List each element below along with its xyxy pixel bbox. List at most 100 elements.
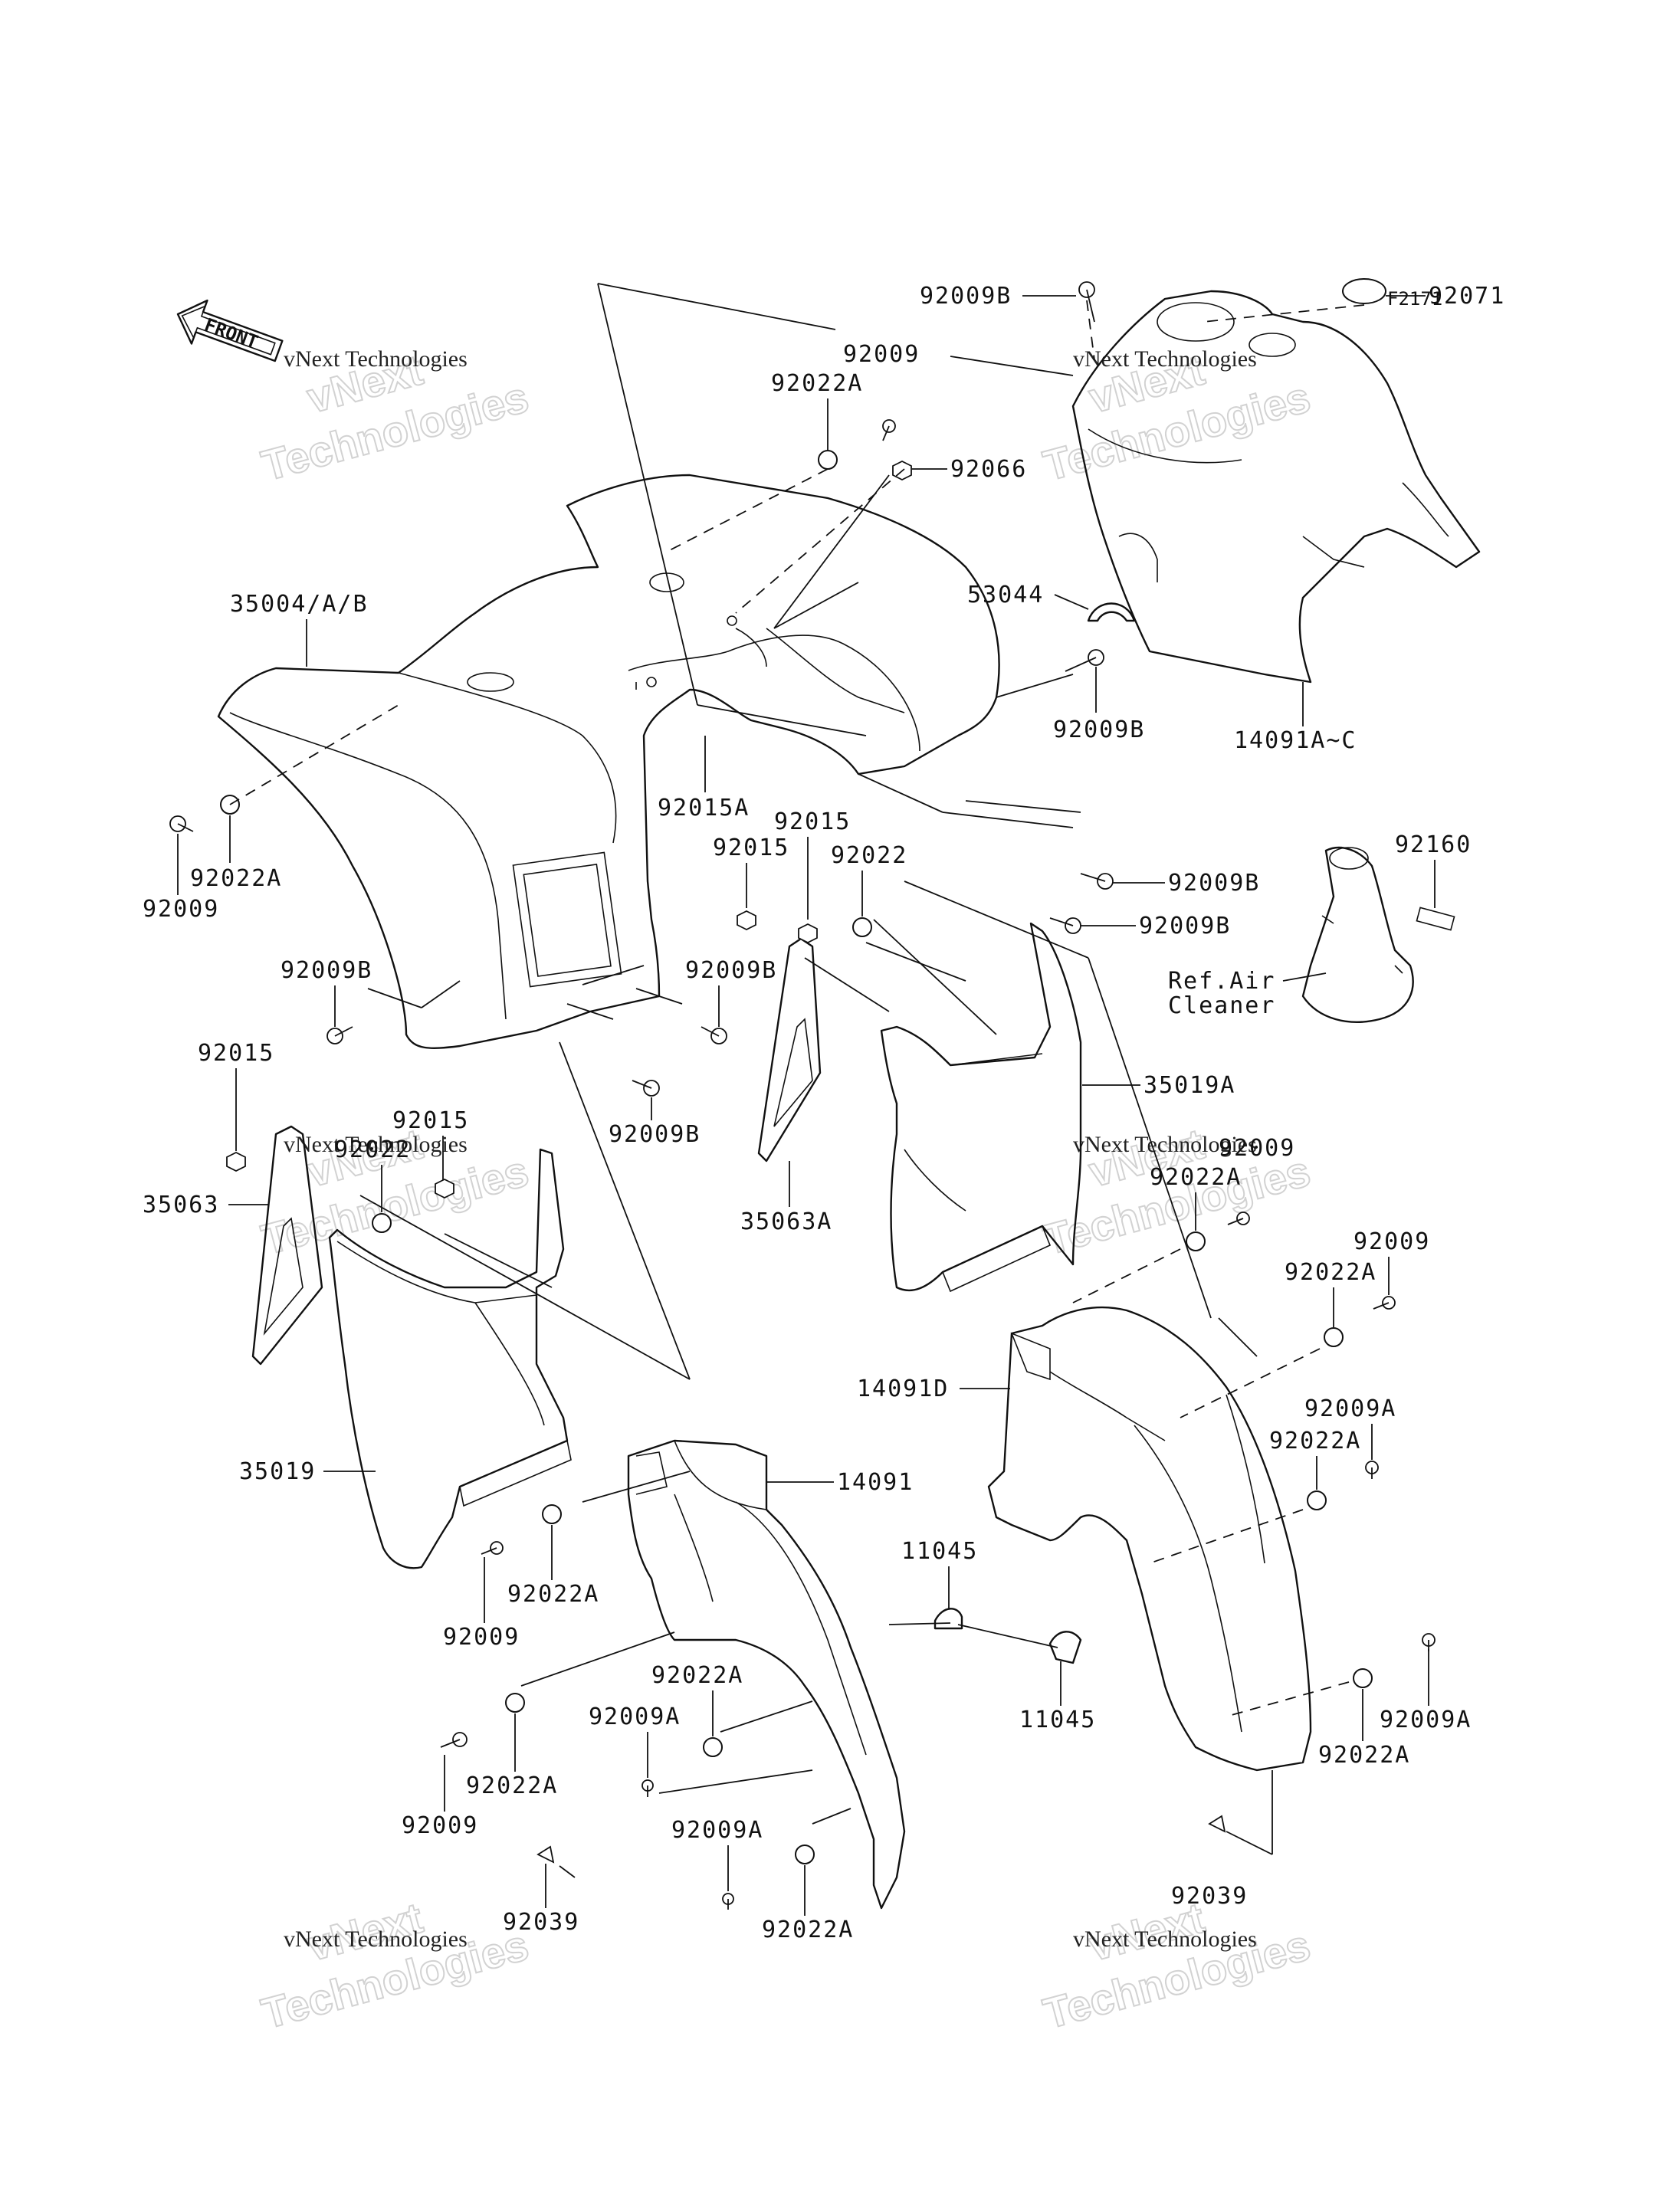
ref-air-cleaner-callout: Ref.Air Cleaner [1168,968,1327,1019]
callout: 35063 [143,1192,268,1218]
rubber-strap [1087,602,1136,622]
clip-icon [1208,1815,1226,1833]
callout: 92022A [1318,1689,1409,1769]
part-label: 92022A [1269,1428,1361,1454]
washer-icon [852,917,872,937]
bolt-icon [1078,281,1095,323]
inner-fender-left [627,1439,906,1910]
callout: 92022A [466,1713,558,1799]
callout: 92066 [912,456,1027,483]
front-arrow-label: FRONT [202,314,261,353]
mud-guard-left [328,1148,572,1569]
part-label: 92022A [507,1581,599,1608]
callout: 11045 [901,1538,976,1609]
part-label: 92039 [1171,1883,1248,1910]
bolt-icon [701,1026,727,1044]
part-label: 92022 [334,1136,411,1163]
part-label: 92009A [671,1817,763,1844]
callout: 92039 [1171,1883,1248,1910]
part-label: 92009 [843,341,920,368]
bolt-icon [326,1026,353,1044]
nut-icon [737,910,756,931]
callout: 92022A [651,1662,743,1736]
washer-icon [1353,1668,1373,1688]
part-label: 92022A [771,370,863,397]
washer-icon [505,1693,525,1713]
bolt-icon [1365,1461,1379,1479]
ref-air-cleaner-label-line1: Ref.Air [1168,968,1275,995]
part-label: 11045 [1019,1707,1096,1733]
washer-icon [372,1213,392,1233]
part-label: 92022A [762,1917,854,1943]
bolt-icon [1373,1296,1396,1310]
part-label: 92022A [1285,1259,1376,1286]
ref-air-cleaner [1301,846,1455,1023]
callout: 92160 [1395,831,1470,908]
part-label: 92009A [1380,1707,1472,1733]
bolt-icon [1227,1212,1250,1225]
part-label: 92015 [713,835,789,861]
clip-icon [536,1845,555,1864]
part-label: 35019 [239,1458,316,1485]
bolt-icon [1080,873,1114,890]
callout: 35004/A/B [230,591,367,667]
watermark-small: vNext Technologies [284,346,468,372]
part-label: 92015 [392,1107,469,1134]
part-label: 35019A [1144,1072,1235,1099]
part-label: 92009 [402,1812,478,1839]
front-arrow-icon: FRONT [176,299,284,362]
grommet-icon [1342,278,1386,304]
callout: 14091 [766,1469,912,1496]
part-labels: 92009B 92071 92009 92022A 92066 35004/A/… [143,283,1505,1943]
bolt-icon [632,1080,660,1097]
nut-icon [435,1178,454,1199]
part-label: 14091A~C [1234,727,1357,754]
callout: 92009A [589,1703,681,1778]
part-label: 92009A [1304,1395,1396,1422]
callout: 92009A [1380,1649,1472,1733]
clamp-lower [1048,1631,1082,1664]
callout: 92009B [1081,913,1229,939]
callout: 92022A [771,370,863,451]
part-label: 92066 [950,456,1027,483]
front-fender [217,474,1000,1049]
callout: 92015A [658,736,748,821]
part-label: 92022A [651,1662,743,1689]
part-label: 92009 [1354,1228,1430,1255]
part-label: 92009A [589,1703,681,1730]
part-label: 92039 [503,1909,579,1936]
top-cover [1071,290,1481,684]
callout: 92015 [392,1107,469,1180]
callout: 92022A [190,815,281,892]
part-label: 92009B [609,1121,701,1148]
washer-icon [1186,1231,1206,1251]
callout: 92009B [685,957,776,1027]
washer-icon [1307,1490,1327,1510]
part-label: 92022A [1150,1164,1242,1191]
part-label: 92022A [466,1772,558,1799]
callout: 92009B [1113,870,1260,897]
part-label: 92071 [1429,283,1505,310]
part-label: 35063 [143,1192,219,1218]
watermark-small: vNext Technologies [1073,1132,1257,1157]
callout: 92071 [1386,283,1505,310]
part-label: 92009B [1168,870,1260,897]
callout: 92022A [1285,1259,1376,1327]
callout: 92009A [1304,1395,1396,1460]
part-label: 35063A [740,1208,832,1235]
callout: 92015 [198,1040,273,1151]
washer-icon [818,450,838,470]
callout: 92015 [713,835,789,908]
callout: 92022A [1150,1164,1242,1231]
callout: 35063A [740,1161,832,1235]
part-label: 92009B [281,957,372,984]
ref-air-cleaner-label-line2: Cleaner [1168,992,1275,1019]
watermark-small: vNext Technologies [1073,1926,1257,1952]
callout: 92009 [143,834,218,923]
callout: 35019 [239,1458,376,1485]
part-label: 14091D [857,1376,949,1402]
bolt-icon [1065,649,1104,672]
callout: 92009A [671,1817,763,1891]
part-label: 92015 [774,808,851,835]
